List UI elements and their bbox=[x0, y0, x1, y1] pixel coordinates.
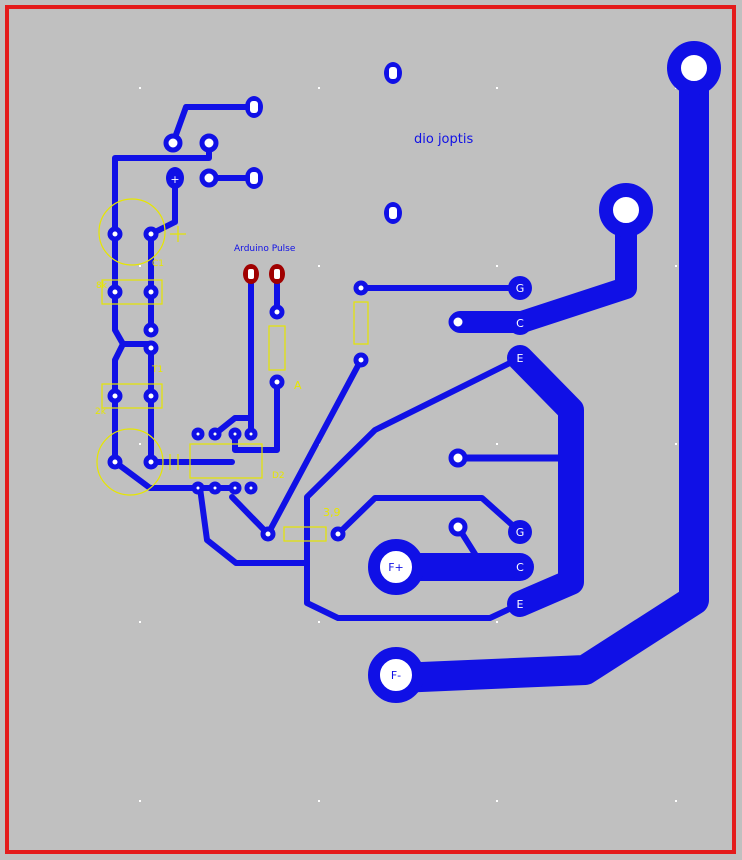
pad-c2 bbox=[508, 555, 532, 579]
via-ra-bottom bbox=[269, 374, 285, 390]
r8k-label: 8k bbox=[96, 281, 108, 291]
via-r39-right bbox=[330, 526, 346, 542]
copper-traces[interactable] bbox=[112, 53, 709, 693]
r39-outline bbox=[283, 526, 327, 542]
via-e-tap bbox=[448, 448, 468, 468]
trace-e-bus bbox=[507, 345, 584, 617]
via-g2 bbox=[448, 517, 468, 537]
r-a-outline bbox=[268, 325, 286, 371]
d2-outline bbox=[96, 428, 164, 496]
r39-label: 3,9 bbox=[323, 506, 341, 519]
pad-plus-label: + bbox=[170, 173, 179, 186]
trace-plus bbox=[148, 175, 178, 237]
c1-outline bbox=[98, 198, 166, 266]
pad-e1 bbox=[508, 346, 532, 370]
trace-c1 bbox=[449, 199, 637, 333]
trace-g2 bbox=[335, 495, 523, 537]
f-plus-pad bbox=[368, 539, 424, 595]
via-top-3 bbox=[199, 168, 219, 188]
f-plus-label: F+ bbox=[388, 561, 404, 574]
arduino-label: Arduino Pulse bbox=[234, 244, 296, 254]
silkscreen bbox=[96, 198, 369, 542]
trace-ic-top bbox=[212, 415, 254, 437]
d2-label: D2 bbox=[272, 471, 285, 481]
trace-ic-right bbox=[232, 379, 280, 453]
pad-plus bbox=[166, 167, 184, 189]
pad-g2-label: G bbox=[516, 526, 525, 539]
pad-e2 bbox=[508, 592, 532, 616]
r2k-label: 2k bbox=[95, 407, 107, 417]
pad-g1-label: G bbox=[516, 282, 525, 295]
t1-label: T1 bbox=[151, 365, 163, 375]
r2k-outline bbox=[101, 383, 163, 409]
f-minus-label: F- bbox=[391, 669, 401, 682]
pad-c1 bbox=[508, 311, 532, 335]
via-c1-a bbox=[448, 312, 468, 332]
trace-e1-left bbox=[304, 355, 523, 621]
trace-left-bottom bbox=[197, 485, 310, 566]
via-rg-top bbox=[353, 280, 369, 296]
pads[interactable] bbox=[107, 41, 721, 703]
pad-c1-label: C bbox=[516, 317, 524, 330]
trace-r-diag2 bbox=[229, 494, 271, 537]
r8k-outline bbox=[101, 279, 163, 305]
trace-main-right bbox=[383, 53, 709, 693]
board-title: dio joptis bbox=[414, 132, 473, 147]
via-ra-top bbox=[269, 304, 285, 320]
via-top-2 bbox=[199, 133, 219, 153]
r-g-outline bbox=[353, 301, 369, 345]
via-rg-bottom bbox=[353, 352, 369, 368]
pad-g1 bbox=[508, 276, 532, 300]
pad-e2-label: E bbox=[517, 598, 524, 611]
r-a-label: A bbox=[294, 379, 302, 392]
trace-mid-3 bbox=[112, 341, 126, 465]
pad-g2 bbox=[508, 520, 532, 544]
labels: dio joptis Arduino Pulse A 3,9 C1 8k T1 … bbox=[95, 132, 524, 682]
via-top-1 bbox=[163, 133, 183, 153]
board-outline bbox=[5, 5, 736, 854]
pad-e1-label: E bbox=[517, 352, 524, 365]
c1-label: C1 bbox=[152, 259, 164, 269]
pad-c2-label: C bbox=[516, 561, 524, 574]
trace-mid-1 bbox=[112, 289, 154, 347]
via-r39-left bbox=[260, 526, 276, 542]
trace-r-diag bbox=[265, 357, 364, 537]
mount-hole-mid bbox=[599, 183, 653, 237]
f-minus-pad bbox=[368, 647, 424, 703]
trace-top-1 bbox=[170, 104, 257, 146]
ic-outline bbox=[189, 443, 263, 479]
mount-hole-top bbox=[667, 41, 721, 95]
